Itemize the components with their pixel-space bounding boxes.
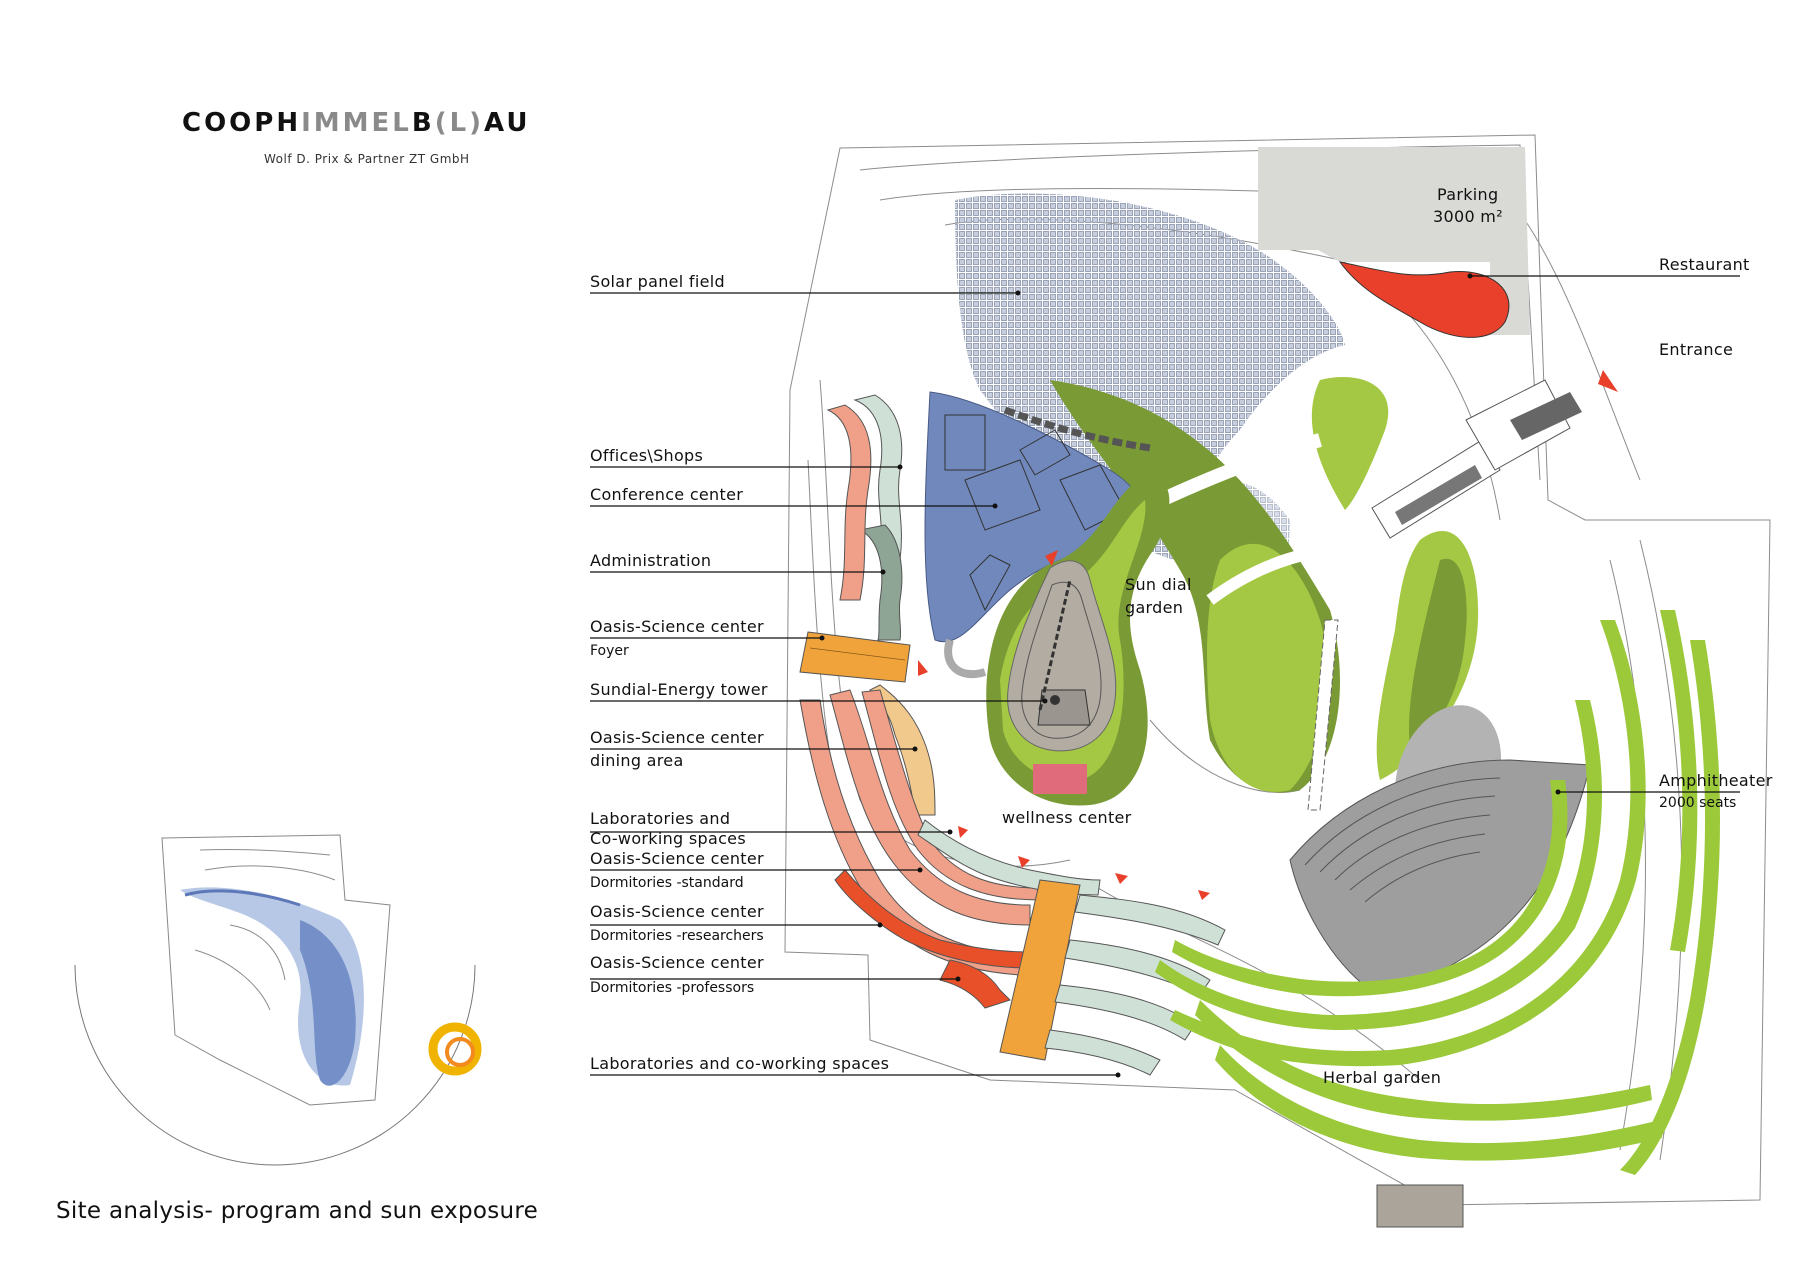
dorm-professors	[939, 959, 1011, 1009]
label-parking-line1: Parking	[1437, 185, 1498, 204]
marker-arrow-icon	[1198, 890, 1210, 900]
coop-himmelblau-logo: COOPHIMMELB(L)AU	[182, 108, 530, 138]
label-herbal-garden: Herbal garden	[1323, 1068, 1441, 1087]
label-sundial-garden-line1: Sun dial	[1125, 575, 1192, 594]
leader-dots	[819, 273, 1561, 1078]
offices-salmon	[826, 404, 872, 601]
sundial-marker-icon	[1045, 550, 1058, 566]
label-labs-line2: Co-working spaces	[590, 829, 746, 848]
conference-room-2	[964, 459, 1041, 531]
amphitheater-rows	[1304, 777, 1501, 903]
label-dorm-researchers-line1: Oasis-Science center	[590, 902, 764, 921]
sundial-gnomon	[1038, 579, 1072, 711]
wellness-center-block	[1033, 764, 1087, 794]
sundial-tower-ring	[1021, 581, 1102, 739]
foyer-building	[799, 631, 911, 683]
path-strip	[1206, 544, 1331, 605]
orange-connector-spine	[999, 879, 1081, 1061]
labs-coworking-building	[917, 819, 1101, 896]
foyer-grid	[809, 647, 906, 661]
label-labs-line1: Laboratories and	[590, 809, 730, 828]
marker-arrow-icon	[1115, 873, 1128, 884]
sundial-center-dot	[1050, 695, 1060, 705]
herbal-garden-shed	[1376, 1184, 1464, 1228]
leader-lines	[590, 275, 1740, 1076]
label-dining-line1: Oasis-Science center	[590, 728, 764, 747]
walkway-strip	[1307, 619, 1339, 811]
label-dorm-standard-line2: Dormitories -standard	[590, 875, 744, 891]
grey-curved-wall	[944, 638, 987, 679]
green-lens-top	[1311, 377, 1389, 510]
label-offices-shops: Offices\Shops	[590, 446, 703, 465]
green-lens-right-dark	[1409, 558, 1467, 750]
conference-wall	[1003, 406, 1151, 452]
conference-room-5	[969, 554, 1011, 612]
marker-arrow-icon	[958, 826, 968, 838]
entrance-arrow-icon	[1598, 370, 1618, 392]
parking-area	[1258, 147, 1530, 335]
label-administration: Administration	[590, 551, 711, 570]
label-conference-center: Conference center	[590, 485, 743, 504]
label-labs-bottom: Laboratories and co-working spaces	[590, 1054, 889, 1073]
label-restaurant: Restaurant	[1659, 255, 1750, 274]
conference-room-3	[1019, 429, 1071, 476]
marker-arrow-icon	[1018, 856, 1030, 868]
green-hill-lime	[1207, 543, 1329, 792]
sun-icon	[428, 1022, 482, 1076]
marker-arrow-icon	[918, 660, 928, 676]
label-amphitheater-seats: 2000 seats	[1659, 795, 1736, 811]
label-dorm-professors-line2: Dormitories -professors	[590, 980, 754, 996]
label-parking-line2: 3000 m²	[1433, 207, 1503, 226]
label-dorm-researchers-line2: Dormitories -researchers	[590, 928, 764, 944]
sun-exposure-inset-map	[74, 834, 476, 1166]
label-entrance: Entrance	[1659, 340, 1733, 359]
page-caption: Site analysis- program and sun exposure	[56, 1198, 539, 1224]
entrance-bridge	[1371, 379, 1582, 539]
label-sundial-garden-line2: garden	[1125, 598, 1183, 617]
label-wellness-center: wellness center	[1002, 808, 1132, 827]
conference-room-1	[944, 414, 986, 471]
label-dining-line2: dining area	[590, 751, 684, 770]
sundial-tower-base	[1007, 560, 1117, 752]
herbal-garden-terraces	[1155, 610, 1720, 1175]
label-amphitheater: Amphitheater	[1659, 771, 1773, 790]
label-dorm-standard-line1: Oasis-Science center	[590, 849, 764, 868]
amphitheater-seating	[1289, 759, 1591, 991]
label-foyer-line2: Foyer	[590, 643, 629, 659]
restaurant-building	[1338, 261, 1510, 338]
label-foyer-line1: Oasis-Science center	[590, 617, 764, 636]
label-dorm-professors-line1: Oasis-Science center	[590, 953, 764, 972]
sundial-tower-core	[1037, 689, 1091, 726]
label-sundial-energy-tower: Sundial-Energy tower	[590, 680, 768, 699]
logo-subtitle: Wolf D. Prix & Partner ZT GmbH	[264, 152, 470, 166]
label-solar-panel-field: Solar panel field	[590, 272, 725, 291]
logo-wordmark: COOPHIMMELB(L)AU	[182, 108, 531, 138]
administration-building	[858, 524, 903, 641]
